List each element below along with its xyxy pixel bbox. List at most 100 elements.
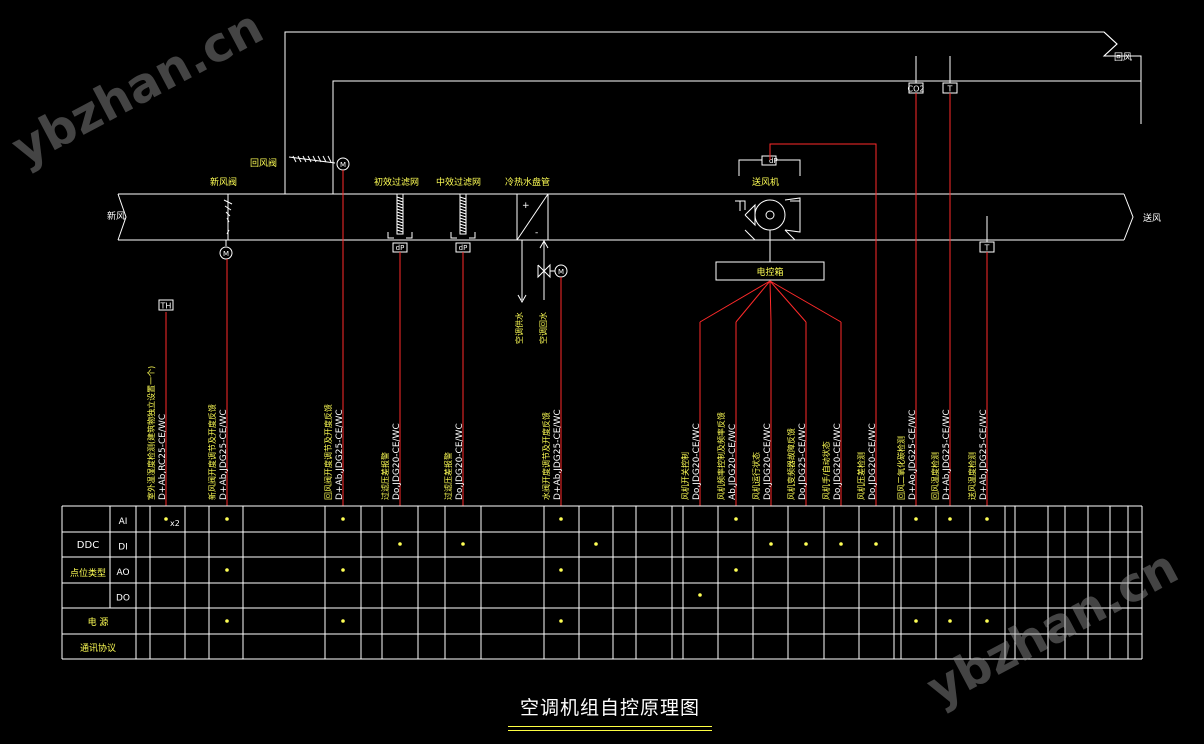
co2-sensor: CO2 [908, 85, 925, 94]
fan-dp: dP [769, 157, 778, 165]
row-AO: AO [116, 568, 129, 578]
fan-inlet [744, 203, 756, 227]
cable-desc: 风机开关控制 [680, 452, 690, 500]
primary-filter-mesh [396, 196, 404, 200]
cable-desc: 过滤压差报警 [380, 452, 390, 500]
return-damper-hatch [302, 155, 307, 163]
cable-spec: Do,JDG20-CE/WC [455, 423, 465, 500]
row-AI: AI [119, 517, 128, 527]
wire-fan-dp [769, 143, 877, 506]
cable-desc: 风机压差检测 [856, 452, 866, 500]
point-dot-15 [225, 568, 229, 572]
cable-spec: Do,JDG20-CE/WC [833, 423, 843, 500]
primary-filter-mesh [396, 214, 404, 218]
fresh-damper-hatch [223, 199, 233, 205]
wire-fan-2 [769, 280, 772, 323]
medium-filter-mesh [459, 229, 467, 233]
medium-filter-mesh [459, 208, 467, 212]
cable-desc: 回风温度检测 [930, 452, 940, 500]
cable-desc: 风机变频器故障反馈 [786, 428, 796, 500]
primary-filter-tap-r [406, 232, 413, 239]
return-damper-hatch [307, 155, 312, 163]
medium-filter-mesh [459, 202, 467, 206]
primary-filter-mesh [396, 199, 404, 203]
point-dot-8 [398, 542, 402, 546]
primary-filter-mesh [396, 211, 404, 215]
cable-desc: 过滤压差报警 [443, 452, 453, 500]
signal-wires [165, 93, 988, 506]
wire-fan-3 [769, 280, 807, 323]
cable-spec: D+Ab,RC25-CE/WC [158, 414, 168, 500]
fan-outlet [784, 197, 801, 233]
outdoor-th-sensor-box [158, 299, 174, 311]
label-return-damper: 回风阀 [250, 158, 277, 169]
return-damper-hatch [312, 155, 317, 163]
primary-filter-mesh [396, 208, 404, 212]
cable-spec: D+Ab,JDG25-CE/WC [979, 409, 989, 500]
x2-label: x2 [170, 519, 180, 528]
primary-filter-mesh [396, 202, 404, 206]
medium-filter-mesh [459, 214, 467, 218]
label-fresh-damper: 新风阀 [210, 176, 237, 188]
primary-filter-dp: dP [396, 244, 405, 252]
primary-filter-mesh [396, 223, 404, 227]
fan-base-r [784, 229, 796, 241]
primary-filter-mesh [396, 205, 404, 209]
control-box [715, 261, 825, 281]
primary-filter-mesh [396, 229, 404, 233]
row-DO: DO [116, 594, 130, 604]
medium-filter-tap-l [450, 232, 457, 239]
point-dot-20 [225, 619, 229, 623]
point-dot-6 [948, 517, 952, 521]
fresh-damper-motor-circle [219, 246, 233, 260]
title-underline-2 [508, 730, 712, 731]
wire-fan-0 [699, 280, 771, 323]
cable-desc: 水阀开度调节及开度反馈 [541, 412, 551, 500]
point-dot-11 [769, 542, 773, 546]
cable-desc: 风机运行状态 [751, 452, 761, 500]
cable-desc: 送风温度检测 [967, 452, 977, 500]
point-dot-10 [594, 542, 598, 546]
label-supply-air: 送风 [1143, 212, 1161, 224]
water-valve-motor: M [558, 268, 564, 276]
fresh-damper-motor: M [223, 250, 229, 258]
point-dot-0 [164, 517, 168, 521]
label-medium-filter: 中效过滤网 [436, 176, 481, 188]
label-coil: 冷热水盘管 [505, 176, 550, 188]
point-dot-16 [341, 568, 345, 572]
cable-spec: Do,JDG20-CE/WC [692, 423, 702, 500]
primary-filter-mesh [396, 220, 404, 224]
return-duct-inner [332, 80, 1141, 194]
point-dot-18 [734, 568, 738, 572]
coil-minus: - [535, 228, 538, 238]
supply-temp-sensor: T [984, 244, 990, 253]
primary-filter-mesh [396, 217, 404, 221]
medium-filter-mesh [459, 211, 467, 215]
cable-spec: D+Ab,JDG25-CE/WC [219, 409, 229, 500]
diagram-labels: 回风新风送风新风阀回风阀初效过滤网中效过滤网冷热水盘管送风机电控箱空调供水空调回… [107, 52, 1161, 344]
label-water-return: 空调回水 [538, 312, 548, 344]
point-dot-12 [804, 542, 808, 546]
title-underline-1 [508, 726, 712, 727]
cable-desc: 回风二氧化碳检测 [896, 436, 906, 500]
fresh-damper-hatch [226, 217, 230, 223]
fresh-air-inlet [117, 193, 127, 241]
label-control-box: 电控箱 [756, 266, 783, 278]
label-fresh-air: 新风 [107, 210, 125, 222]
point-dot-21 [341, 619, 345, 623]
return-damper-hatch [317, 155, 322, 163]
cable-spec: Do,JDG20-CE/WC [392, 423, 402, 500]
wire-fan-4 [769, 280, 842, 323]
medium-filter-dp: dP [459, 244, 468, 252]
cable-spec: Do,JDG20-CE/WC [868, 423, 878, 500]
medium-filter-tap-r [469, 232, 476, 239]
